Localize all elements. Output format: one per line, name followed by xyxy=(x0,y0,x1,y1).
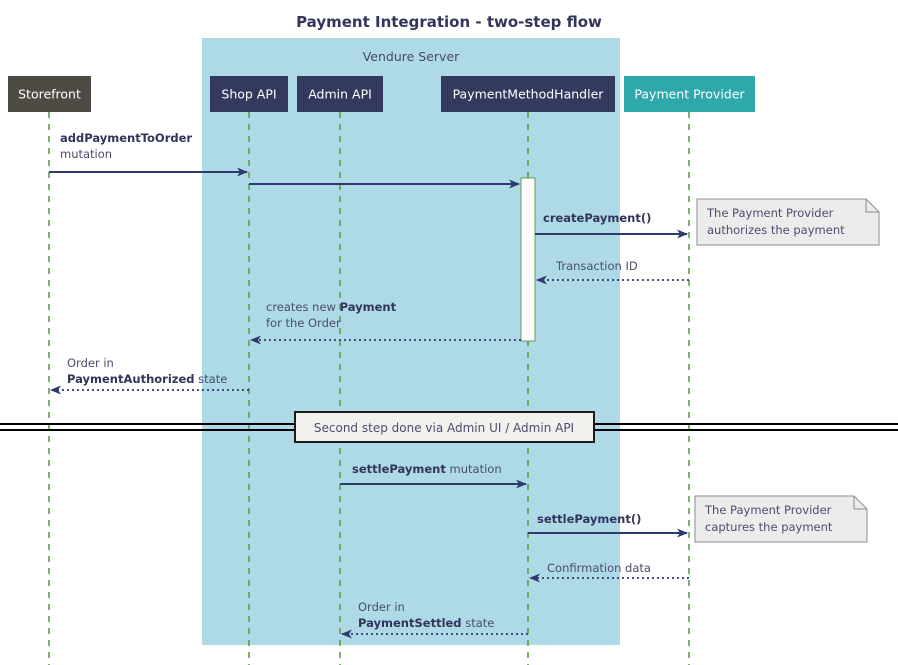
participant-provider[interactable]: Payment Provider xyxy=(624,76,755,112)
participant-shop-api[interactable]: Shop API xyxy=(210,76,288,112)
message-order-payment-authorized: Order in PaymentAuthorized state xyxy=(50,356,249,395)
message-label-line: creates new Payment xyxy=(266,300,397,314)
group-box-vendure-server: Vendure Server xyxy=(202,38,620,645)
participant-label: Storefront xyxy=(18,87,81,102)
note-fold-icon xyxy=(853,496,867,510)
note-body xyxy=(694,495,868,543)
activation-bars-layer xyxy=(520,177,536,342)
message-label-line: settlePayment mutation xyxy=(352,462,502,476)
divider-label-text: Second step done via Admin UI / Admin AP… xyxy=(314,421,574,435)
message-create-payment: createPayment() xyxy=(535,211,688,239)
messages-layer: addPaymentToOrder mutation createPayment()… xyxy=(49,131,689,639)
message-label-line: createPayment() xyxy=(543,211,651,225)
message-label-line: The Payment Provider xyxy=(704,503,832,517)
message-label-line: Transaction ID xyxy=(555,259,638,273)
participants-layer: Storefront Shop API Admin API PaymentMethod… xyxy=(8,76,755,112)
divider-layer: Second step done via Admin UI / Admin AP… xyxy=(0,411,898,443)
note-captures: The Payment Provider captures the payment xyxy=(694,495,868,543)
note-fold-icon xyxy=(865,199,879,213)
message-settle-payment-mutation: settlePayment mutation xyxy=(340,462,527,489)
message-label-line: addPaymentToOrder xyxy=(60,131,192,145)
message-confirmation-data: Confirmation data xyxy=(529,561,689,583)
divider-label-box xyxy=(294,411,595,443)
lifelines-layer xyxy=(48,112,690,665)
message-order-payment-settled: Order in PaymentSettled state xyxy=(341,600,528,639)
participant-label: PaymentMethodHandler xyxy=(453,87,605,102)
handler-activation xyxy=(520,177,536,342)
note-authorizes: The Payment Provider authorizes the payme… xyxy=(696,198,880,246)
participant-label: Admin API xyxy=(308,87,372,102)
message-label-line: Confirmation data xyxy=(547,561,651,575)
message-label-line: Order in xyxy=(67,356,114,370)
participant-admin-api[interactable]: Admin API xyxy=(297,76,383,112)
message-settle-payment-call: settlePayment() xyxy=(528,512,688,538)
note-body xyxy=(696,198,880,246)
message-label-line: The Payment Provider xyxy=(706,206,834,220)
participant-label: Shop API xyxy=(221,87,276,102)
message-label-line: for the Order xyxy=(266,316,341,330)
participant-handler[interactable]: PaymentMethodHandler xyxy=(441,76,615,112)
message-label-line: authorizes the payment xyxy=(707,223,845,237)
message-transaction-id: Transaction ID xyxy=(536,259,689,285)
message-label-line: Order in xyxy=(358,600,405,614)
group-label: Vendure Server xyxy=(363,49,460,64)
message-label-line: mutation xyxy=(60,147,112,161)
message-label-line: PaymentSettled state xyxy=(358,616,494,630)
participant-storefront[interactable]: Storefront xyxy=(8,76,91,112)
diagram-title: Payment Integration - two-step flow xyxy=(296,13,602,31)
message-creates-new-payment: creates new Payment for the Order xyxy=(250,300,521,345)
message-label-line: captures the payment xyxy=(705,520,833,534)
participant-label: Payment Provider xyxy=(634,87,745,102)
message-label-line: PaymentAuthorized state xyxy=(67,372,227,386)
notes-layer: The Payment Provider authorizes the payme… xyxy=(694,198,880,543)
message-label-line: settlePayment() xyxy=(537,512,641,526)
message-add-payment-to-order: addPaymentToOrder mutation xyxy=(49,131,248,177)
